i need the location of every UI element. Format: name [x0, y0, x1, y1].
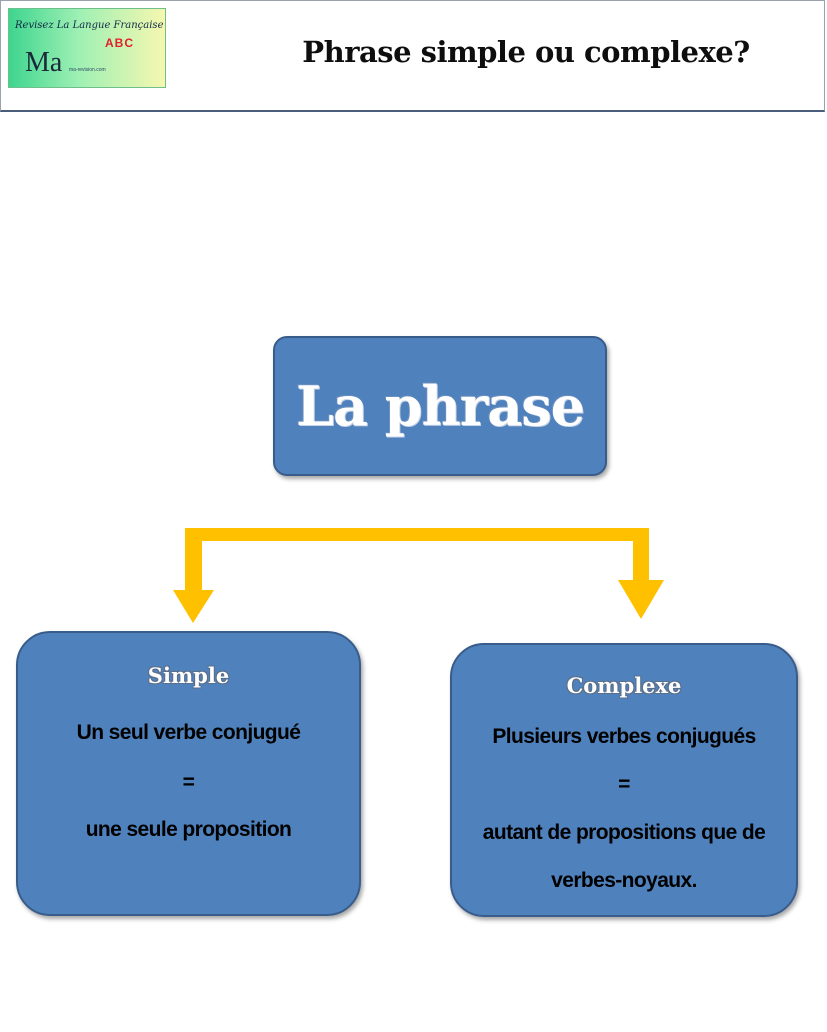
complex-node-line1: Plusieurs verbes conjugués	[492, 725, 756, 748]
logo-tagline: Revisez La Langue Française	[15, 20, 164, 31]
right-arrow-shaft	[633, 528, 649, 582]
logo-subtext: ma-revision.com	[69, 67, 106, 73]
page-title: Phrase simple ou complexe?	[302, 35, 750, 69]
logo-abc: ABC	[105, 36, 134, 50]
connector-horizontal-bar	[185, 528, 649, 541]
complex-node-equals: =	[618, 773, 630, 796]
connector-arrows	[173, 528, 664, 623]
root-node-label: La phrase	[296, 374, 585, 438]
logo-brand: Ma	[25, 47, 63, 78]
complex-node-line3: verbes-noyaux.	[551, 869, 697, 892]
simple-node-equals: =	[182, 771, 195, 794]
complex-node-line2: autant de propositions que de	[482, 821, 766, 844]
header-bar: Revisez La Langue Française Ma ABC ma-re…	[0, 0, 825, 112]
right-arrow-head	[618, 580, 664, 619]
simple-node-line2: une seule proposition	[85, 818, 292, 841]
root-node: La phrase	[273, 336, 607, 476]
site-logo[interactable]: Revisez La Langue Française Ma ABC ma-re…	[8, 8, 166, 88]
complex-node: Complexe Plusieurs verbes conjugués = au…	[450, 643, 798, 917]
complex-node-title: Complexe	[566, 673, 682, 698]
simple-node-line1: Un seul verbe conjugué	[76, 721, 301, 744]
simple-node-title: Simple	[147, 663, 230, 688]
left-arrow-shaft	[185, 528, 202, 592]
left-arrow-head	[173, 590, 214, 623]
simple-node: Simple Un seul verbe conjugué = une seul…	[16, 631, 361, 916]
